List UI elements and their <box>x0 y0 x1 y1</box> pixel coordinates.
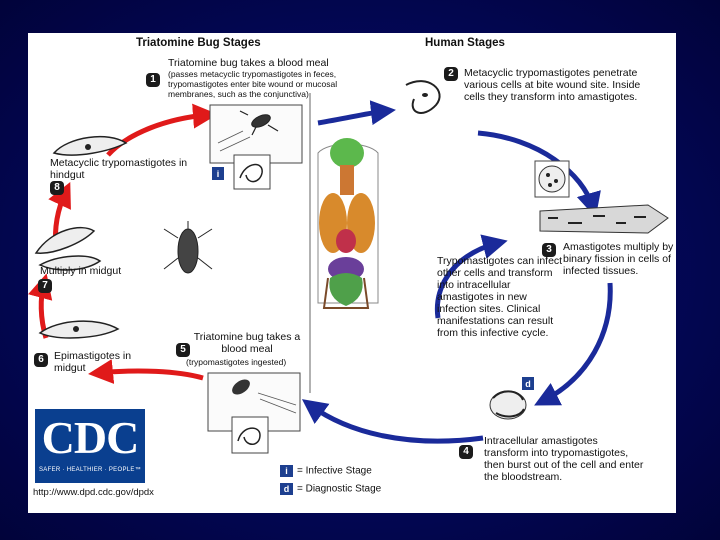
feces-inset <box>233 154 271 190</box>
triatomine-bug-icon-large <box>163 221 213 274</box>
diagnostic-marker <box>522 377 534 390</box>
arrow-3-to-4 <box>534 282 613 406</box>
stage-6-text: Epimastigotes in midgut <box>54 350 132 374</box>
stage-5-badge: 5 <box>176 343 190 357</box>
arrow-4-to-5 <box>301 399 484 444</box>
metacyclic-trypomastigote-icon-2 <box>405 80 441 114</box>
svg-text:i: i <box>217 169 220 179</box>
legend-infective: i = Infective Stage <box>280 465 372 477</box>
infective-marker <box>212 167 224 180</box>
stage-1-sub: (passes metacyclic trypomastigotes in fe… <box>168 69 338 99</box>
arrow-1-to-2 <box>317 100 396 126</box>
muscle-tissue-icon <box>539 204 669 234</box>
arrow-2-to-3 <box>477 130 601 218</box>
stage-8-badge: 8 <box>50 181 64 195</box>
stage-5-sub: (trypomastigotes ingested) <box>186 357 287 367</box>
arrow-8-to-1 <box>106 103 218 157</box>
triatomine-bug-icon-1 <box>239 110 279 136</box>
center-note: Trypomastigotes can infect other cells a… <box>437 255 563 339</box>
legend-diagnostic: d = Diagnostic Stage <box>280 483 381 495</box>
lifecycle-diagram: i d Triatomine Bug Stages Human Stages 1… <box>28 33 676 513</box>
infective-legend-icon: i <box>280 465 293 477</box>
cdc-logo-letters: CDC <box>41 412 140 463</box>
header-human: Human Stages <box>425 37 505 49</box>
legend-infective-label: = Infective Stage <box>297 465 372 477</box>
stage-4-badge: 4 <box>459 445 473 459</box>
stage-7-badge: 7 <box>38 279 52 293</box>
epimastigote-icon <box>38 320 120 339</box>
bite-inset <box>209 104 303 164</box>
stage-3-text: Amastigotes multiply by binary fission i… <box>563 241 674 277</box>
source-url[interactable]: http://www.dpd.cdc.gov/dpdx <box>33 487 154 498</box>
stage-2-text: Metacyclic trypomastigotes penetrate var… <box>464 67 641 103</box>
stage-2-badge: 2 <box>444 67 458 81</box>
triatomine-bug-icon-5 <box>232 379 250 395</box>
stage-6-badge: 6 <box>34 353 48 367</box>
trypomastigote-burst-icon <box>489 390 527 420</box>
metacyclic-trypomastigote-icon-1 <box>239 163 263 183</box>
stage-7-text: Multiply in midgut <box>40 265 122 277</box>
stage-3-badge: 3 <box>542 243 556 257</box>
arrow-5-to-6 <box>88 359 204 384</box>
legend-diagnostic-label: = Diagnostic Stage <box>297 483 382 495</box>
diagram-artwork: i d <box>28 80 669 454</box>
svg-text:d: d <box>525 379 531 389</box>
cdc-logo: CDC SAFER · HEALTHIER · PEOPLE™ <box>35 409 145 483</box>
stage-4-text: Intracellular amastigotes transform into… <box>484 435 644 483</box>
diagnostic-legend-icon: d <box>280 483 293 495</box>
stage-5-title: Triatomine bug takes a blood meal <box>193 331 301 355</box>
stage-1-badge: 1 <box>146 73 160 87</box>
ingested-inset <box>231 416 269 454</box>
stage-8-text: Metacyclic trypomastigotes in hindgut <box>50 157 188 181</box>
arrow-cycle-reinfect <box>434 234 508 319</box>
dividing-epimastigote-icon <box>34 227 102 271</box>
cdc-logo-tagline: SAFER · HEALTHIER · PEOPLE™ <box>38 467 141 473</box>
human-figure <box>309 93 379 393</box>
stage-1-title: Triatomine bug takes a blood meal <box>168 57 329 69</box>
header-triatomine: Triatomine Bug Stages <box>136 37 261 49</box>
